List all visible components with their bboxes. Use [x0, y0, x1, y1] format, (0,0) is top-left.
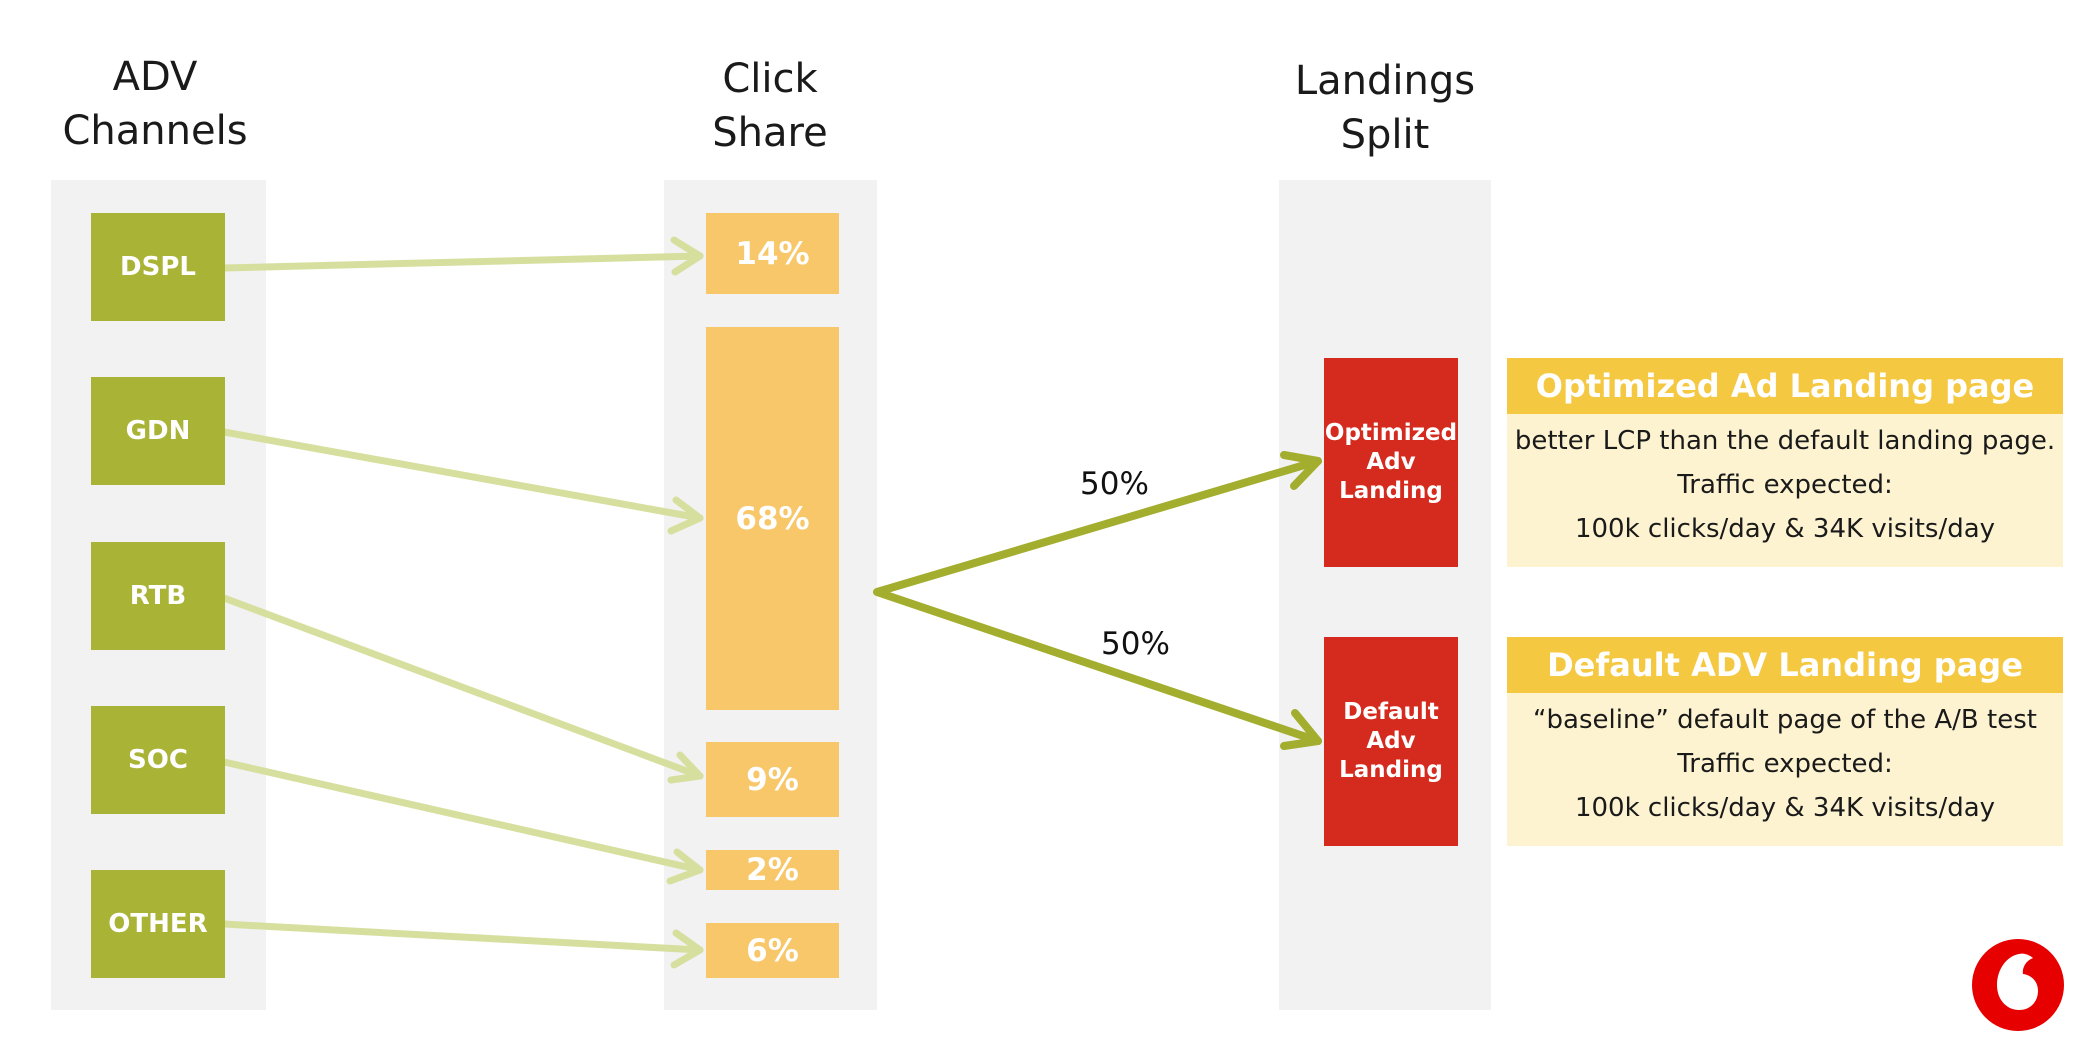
- default-info-panel: Default ADV Landing page “baseline” defa…: [1507, 637, 2063, 846]
- arrowhead-other: [670, 929, 704, 969]
- adv-channels-header: ADV Channels: [62, 54, 248, 154]
- arrow-other-to-share: [220, 920, 704, 954]
- default-info-line-3: 100k clicks/day & 34K visits/day: [1574, 793, 1996, 823]
- channel-box-soc: SOC: [91, 706, 225, 814]
- channel-box-dspl: DSPL: [91, 213, 225, 321]
- landings-split-header: Landings Split: [1294, 58, 1476, 158]
- arrowhead-dspl: [670, 236, 704, 276]
- optimized-info-panel: Optimized Ad Landing page better LCP tha…: [1507, 358, 2063, 567]
- arrow-split-to-optimized: [873, 457, 1322, 745]
- share-box-dspl: 14%: [706, 213, 839, 294]
- arrowhead-optimized: [1280, 451, 1322, 490]
- arrow-dspl-to-share: [220, 252, 704, 272]
- arrow-soc-to-share: [220, 758, 704, 874]
- optimized-info-line-1: better LCP than the default landing page…: [1514, 426, 2056, 456]
- default-info-line-2: Traffic expected:: [1677, 749, 1893, 779]
- default-adv-landing-box: Default Adv Landing: [1324, 637, 1458, 846]
- arrowhead-default: [1280, 709, 1322, 750]
- arrow-rtb-to-share: [220, 594, 704, 780]
- click-share-header: Click Share: [712, 56, 828, 156]
- channel-box-other: OTHER: [91, 870, 225, 978]
- split-pct-top: 50%: [1080, 466, 1149, 502]
- arrow-gdn-to-share: [220, 428, 704, 522]
- vodafone-speech-mark-icon: [1970, 937, 2066, 1033]
- arrowhead-gdn: [667, 496, 704, 535]
- optimized-info-line-2: Traffic expected:: [1677, 470, 1893, 500]
- landings-column-bg: [1279, 180, 1491, 1010]
- optimized-info-title: Optimized Ad Landing page: [1507, 358, 2063, 414]
- optimized-info-line-3: 100k clicks/day & 34K visits/day: [1574, 514, 1996, 544]
- channel-box-gdn: GDN: [91, 377, 225, 485]
- share-box-gdn: 68%: [706, 327, 839, 710]
- default-info-title: Default ADV Landing page: [1507, 637, 2063, 693]
- split-pct-bottom: 50%: [1101, 626, 1170, 662]
- share-box-rtb: 9%: [706, 742, 839, 817]
- arrowhead-rtb: [667, 751, 704, 784]
- optimized-adv-landing-box: Optimized Adv Landing: [1324, 358, 1458, 567]
- share-box-soc: 2%: [706, 850, 839, 890]
- share-box-other: 6%: [706, 923, 839, 978]
- arrowhead-soc: [666, 848, 704, 885]
- default-info-line-1: “baseline” default page of the A/B test: [1533, 705, 2037, 735]
- channel-box-rtb: RTB: [91, 542, 225, 650]
